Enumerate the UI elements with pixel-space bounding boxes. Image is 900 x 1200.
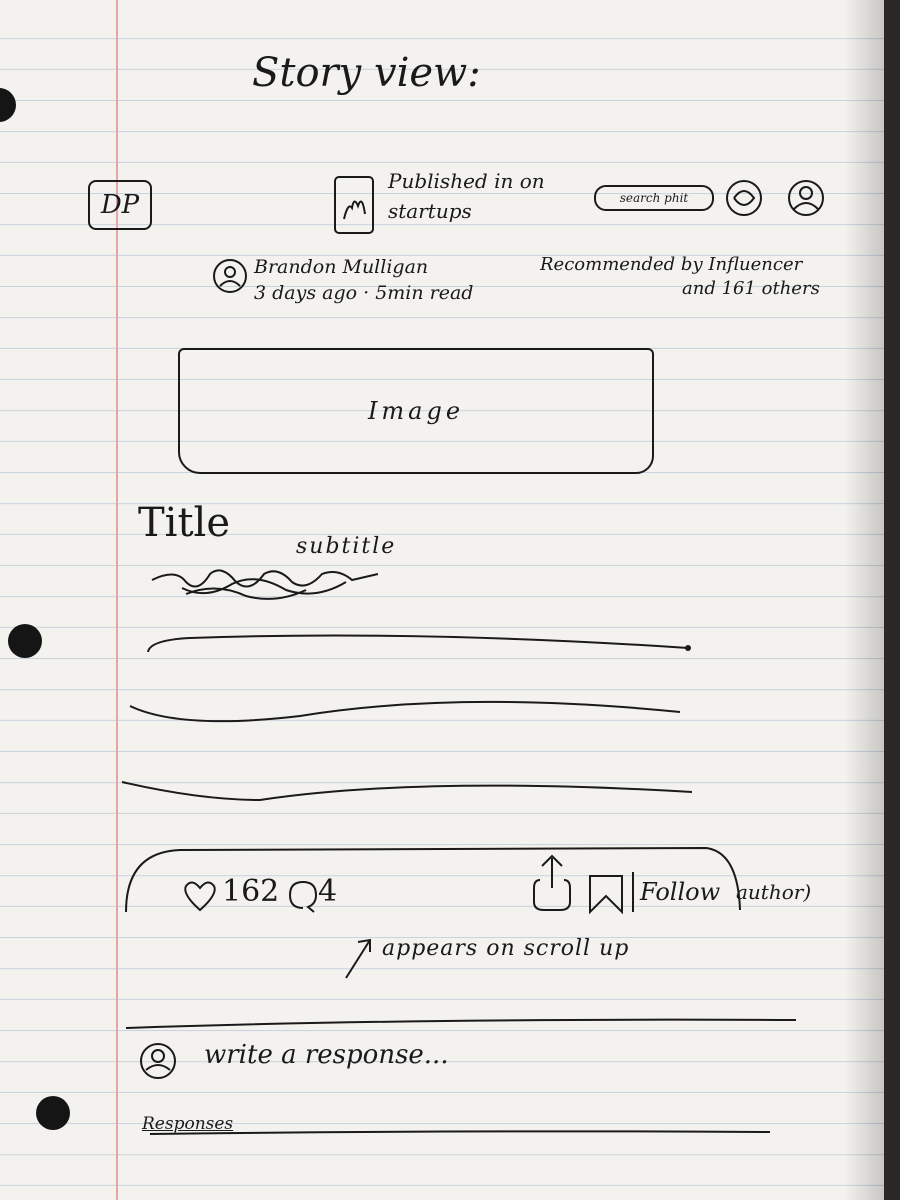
publication-label[interactable]: Published in on startups: [388, 169, 545, 223]
publication-icon[interactable]: [332, 174, 378, 238]
image-label: Image: [367, 397, 465, 425]
share-icon[interactable]: [530, 852, 574, 914]
search-placeholder: search phit: [619, 191, 689, 205]
scroll-note: appears on scroll up: [382, 936, 630, 961]
comment-icon[interactable]: [286, 878, 320, 914]
page-heading: Story view:: [252, 50, 481, 96]
scribbled-out-text: [151, 569, 379, 600]
bookmark-icon[interactable]: [584, 870, 628, 916]
author-name[interactable]: Brandon Mulligan: [254, 256, 429, 278]
margin-line: [116, 0, 118, 1200]
logo-button[interactable]: DP: [88, 180, 152, 230]
search-input[interactable]: search phit: [594, 185, 714, 211]
page-edge-shadow: [844, 0, 884, 1200]
user-avatar-icon: [140, 1043, 176, 1079]
action-divider: [632, 872, 634, 912]
comment-count: 4: [318, 874, 338, 909]
recommended-line: Recommended by Influencer: [540, 254, 803, 275]
responses-heading: Responses: [142, 1114, 234, 1134]
binder-hole: [0, 88, 16, 122]
binder-hole: [8, 624, 42, 658]
hero-image: Image: [178, 348, 654, 474]
settings-gear-icon[interactable]: [722, 178, 766, 218]
article-subtitle: subtitle: [296, 534, 397, 559]
like-count: 162: [222, 874, 280, 909]
story-meta: 3 days ago · 5min read: [254, 282, 474, 304]
arrow-icon: [345, 938, 371, 979]
binder-hole: [36, 1096, 70, 1130]
follow-author-label: author): [736, 880, 812, 904]
follow-button[interactable]: Follow: [640, 878, 721, 906]
logo-text: DP: [100, 190, 140, 220]
heart-icon[interactable]: [180, 876, 220, 914]
recommended-others[interactable]: and 161 others: [682, 278, 820, 299]
author-avatar-icon[interactable]: [210, 256, 250, 296]
response-input[interactable]: write a response...: [204, 1040, 449, 1070]
profile-avatar-icon[interactable]: [784, 178, 828, 218]
article-title: Title: [138, 500, 231, 546]
